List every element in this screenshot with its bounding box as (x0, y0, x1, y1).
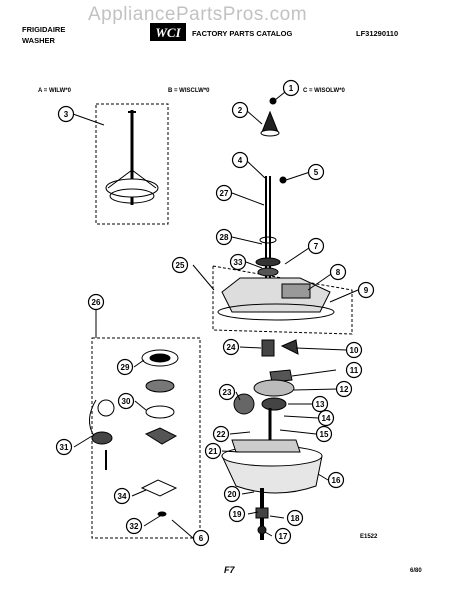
callout-21: 21 (204, 442, 222, 460)
callout-label: 28 (220, 233, 229, 242)
catalog-title: FACTORY PARTS CATALOG (192, 29, 293, 38)
callout-32: 32 (125, 517, 143, 535)
callout-1: 1 (282, 79, 300, 97)
callout-11: 11 (345, 361, 363, 379)
brand-name: FRIGIDAIRE (22, 25, 66, 34)
callout-label: 32 (130, 522, 139, 531)
callout-4: 4 (231, 151, 249, 169)
model-a: A = WILW*0 (38, 88, 71, 94)
callout-label: 19 (233, 510, 242, 519)
model-b: B = WISCLW*0 (168, 88, 210, 94)
callout-label: 25 (176, 261, 185, 270)
callout-28: 28 (215, 228, 233, 246)
callout-label: 26 (92, 298, 101, 307)
callout-label: 30 (122, 397, 131, 406)
callout-label: 11 (350, 366, 359, 375)
callout-label: 2 (238, 106, 243, 115)
wci-logo: WCI (150, 23, 186, 41)
product-type: WASHER (22, 36, 55, 45)
callout-23: 23 (218, 383, 236, 401)
callout-label: 17 (279, 532, 288, 541)
callout-20: 20 (223, 485, 241, 503)
callout-17: 17 (274, 527, 292, 545)
callout-label: 27 (220, 189, 229, 198)
callout-14: 14 (317, 409, 335, 427)
callout-12: 12 (335, 380, 353, 398)
model-c: C = WISOLW*0 (303, 88, 345, 94)
callout-label: 3 (64, 110, 69, 119)
callout-33: 33 (229, 253, 247, 271)
callout-label: 13 (316, 400, 325, 409)
callout-label: 29 (121, 363, 130, 372)
callout-label: 5 (314, 168, 319, 177)
logo-text: WCI (155, 25, 181, 40)
diagram-code: E1522 (360, 534, 378, 540)
callout-label: 4 (238, 156, 243, 165)
callout-label: 20 (228, 490, 237, 499)
callout-7: 7 (307, 237, 325, 255)
callout-label: 18 (291, 514, 300, 523)
callout-13: 13 (311, 395, 329, 413)
callout-label: 21 (209, 447, 218, 456)
callout-label: 8 (336, 268, 341, 277)
callout-26: 26 (87, 293, 105, 311)
callout-24: 24 (222, 338, 240, 356)
callout-9: 9 (357, 281, 375, 299)
inset-box-drive-block (212, 265, 353, 335)
catalog-date: 6/80 (410, 568, 422, 574)
callout-3: 3 (57, 105, 75, 123)
callout-label: 15 (320, 430, 329, 439)
callout-16: 16 (327, 471, 345, 489)
callout-10: 10 (345, 341, 363, 359)
callout-label: 6 (199, 534, 204, 543)
inset-box-agitator (95, 103, 169, 225)
callout-15: 15 (315, 425, 333, 443)
callout-label: 10 (350, 346, 359, 355)
callout-label: 12 (340, 385, 349, 394)
brand-block: FRIGIDAIRE WASHER (22, 24, 65, 46)
callout-18: 18 (286, 509, 304, 527)
catalog-number: LF31290110 (356, 29, 399, 38)
callout-19: 19 (228, 505, 246, 523)
callout-8: 8 (329, 263, 347, 281)
callout-6: 6 (192, 529, 210, 547)
callout-label: 7 (314, 242, 319, 251)
callout-2: 2 (231, 101, 249, 119)
callout-label: 16 (332, 476, 341, 485)
callout-27: 27 (215, 184, 233, 202)
callout-label: 14 (322, 414, 331, 423)
callout-label: 34 (118, 492, 127, 501)
callout-30: 30 (117, 392, 135, 410)
callout-label: 1 (289, 84, 294, 93)
watermark: AppliancePartsPros.com (88, 4, 308, 25)
page-label: F7 (224, 565, 235, 575)
callout-22: 22 (212, 425, 230, 443)
callout-34: 34 (113, 487, 131, 505)
callout-29: 29 (116, 358, 134, 376)
callout-label: 23 (223, 388, 232, 397)
callout-label: 22 (217, 430, 226, 439)
callout-5: 5 (307, 163, 325, 181)
callout-25: 25 (171, 256, 189, 274)
callout-label: 9 (364, 286, 369, 295)
callout-label: 31 (60, 443, 69, 452)
callout-31: 31 (55, 438, 73, 456)
callout-label: 24 (227, 343, 236, 352)
callout-label: 33 (234, 258, 243, 267)
